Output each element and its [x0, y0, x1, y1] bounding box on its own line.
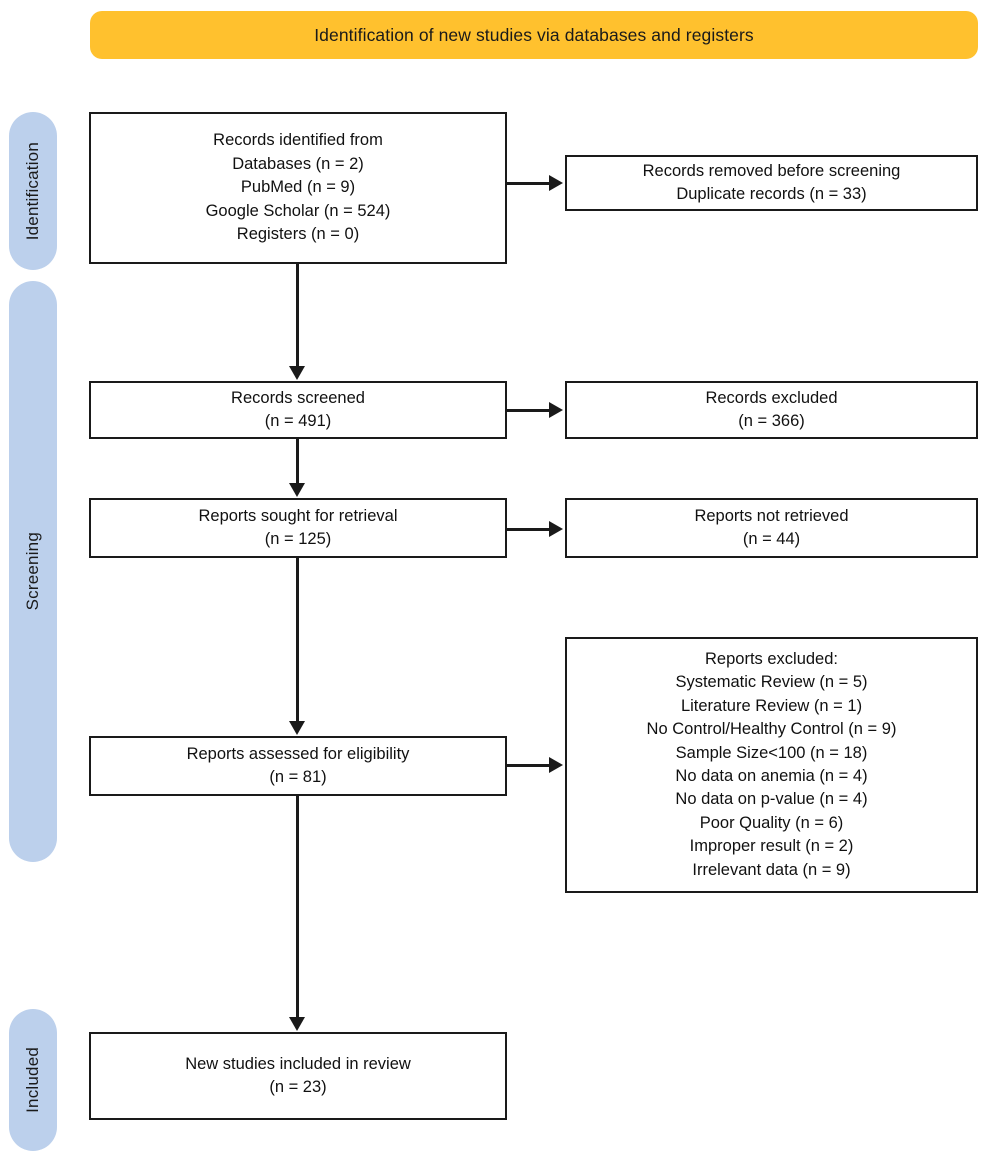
connector-screened-to-sought: [296, 439, 299, 484]
box-line: Registers (n = 0): [236, 225, 360, 244]
arrow-right-icon: [549, 521, 563, 537]
box-line: Records screened: [231, 388, 365, 407]
box-reports-assessed: Reports assessed for eligibility (n = 81…: [89, 736, 507, 796]
connector-screened-to-excluded: [507, 409, 559, 412]
box-line: Reports excluded:: [705, 649, 838, 668]
box-line: Records excluded: [705, 388, 838, 407]
box-line: (n = 23): [269, 1078, 327, 1096]
connector-identified-to-removed: [507, 182, 559, 185]
box-reports-sought: Reports sought for retrieval (n = 125): [89, 498, 507, 558]
box-line: (n = 125): [264, 530, 332, 548]
connector-identified-to-screened: [296, 264, 299, 367]
stage-identification-text: Identification: [23, 141, 42, 241]
box-line: (n = 44): [742, 530, 801, 548]
stage-label-identification: Identification: [9, 112, 57, 270]
stage-screening-text: Screening: [23, 532, 42, 611]
box-line: Reports assessed for eligibility: [186, 744, 410, 763]
arrow-right-icon: [549, 757, 563, 773]
arrow-down-icon: [289, 721, 305, 735]
box-studies-included: New studies included in review (n = 23): [89, 1032, 507, 1120]
box-line: Systematic Review (n = 5): [675, 673, 868, 692]
box-line: Reports sought for retrieval: [198, 506, 398, 525]
box-records-removed: Records removed before screening Duplica…: [565, 155, 978, 211]
box-line: Improper result (n = 2): [689, 837, 854, 856]
connector-sought-to-assessed: [296, 558, 299, 722]
box-line: Records removed before screening: [642, 161, 901, 180]
box-records-excluded: Records excluded (n = 366): [565, 381, 978, 439]
box-records-identified: Records identified from Databases (n = 2…: [89, 112, 507, 264]
box-line: Irrelevant data (n = 9): [692, 860, 851, 879]
box-line: Duplicate records (n = 33): [676, 185, 867, 203]
box-line: No data on p-value (n = 4): [675, 790, 868, 809]
arrow-right-icon: [549, 175, 563, 191]
box-line: Reports not retrieved: [694, 506, 849, 525]
diagram-header-banner: Identification of new studies via databa…: [90, 11, 978, 59]
box-line: Databases (n = 2): [232, 154, 364, 173]
arrow-down-icon: [289, 1017, 305, 1031]
box-line: (n = 366): [738, 412, 805, 430]
box-line: Google Scholar (n = 524): [205, 201, 391, 220]
box-line: Literature Review (n = 1): [680, 696, 863, 715]
box-line: Poor Quality (n = 6): [699, 813, 844, 832]
stage-label-screening: Screening: [9, 281, 57, 862]
box-line: New studies included in review: [185, 1054, 411, 1073]
stage-included-text: Included: [23, 1047, 42, 1113]
box-line: No Control/Healthy Control (n = 9): [646, 720, 897, 739]
arrow-down-icon: [289, 366, 305, 380]
arrow-down-icon: [289, 483, 305, 497]
box-reports-not-retrieved: Reports not retrieved (n = 44): [565, 498, 978, 558]
box-reports-excluded: Reports excluded: Systematic Review (n =…: [565, 637, 978, 893]
box-records-screened: Records screened (n = 491): [89, 381, 507, 439]
box-line: (n = 491): [264, 412, 332, 430]
stage-label-included: Included: [9, 1009, 57, 1151]
box-line: Records identified from: [213, 131, 383, 150]
diagram-title: Identification of new studies via databa…: [314, 24, 754, 45]
connector-sought-to-not-retrieved: [507, 528, 559, 531]
connector-assessed-to-excluded: [507, 764, 559, 767]
box-line: PubMed (n = 9): [240, 178, 356, 197]
box-line: (n = 81): [269, 768, 327, 786]
box-line: No data on anemia (n = 4): [675, 767, 868, 785]
connector-assessed-to-included: [296, 796, 299, 1018]
arrow-right-icon: [549, 402, 563, 418]
box-line: Sample Size<100 (n = 18): [675, 743, 868, 762]
